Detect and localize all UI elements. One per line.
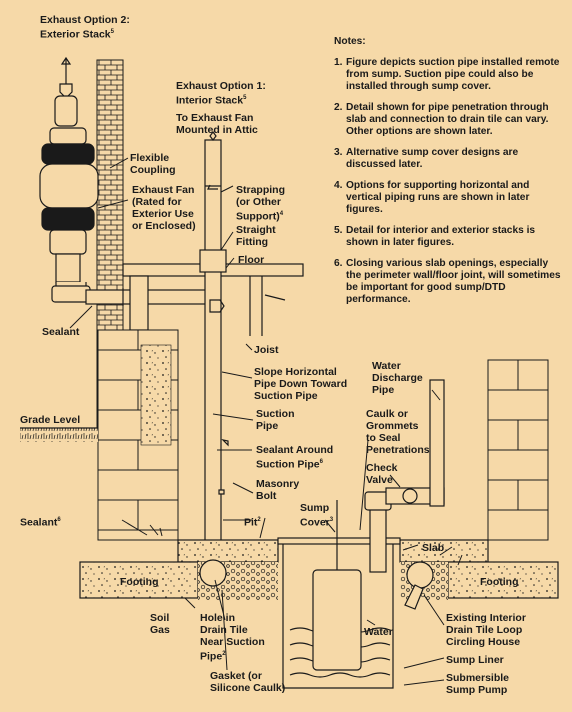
note-text: Closing various slab openings, especiall… [346,258,561,305]
pit-label: Pit2 [244,516,261,529]
hole-drain-tile-label: Hole in Drain Tile Near Suction Pipe2 [200,612,265,663]
slope-horizontal-label: Slope Horizontal Pipe Down Toward Suctio… [254,366,348,402]
masonry-bolt-label: Masonry Bolt [256,478,300,502]
footings [79,561,559,599]
slab [177,539,489,563]
exhaust-option2-label: Exhaust Option 2: Exterior Stack5 [40,14,130,41]
note-text: Figure depicts suction pipe installed re… [346,57,560,92]
suction-pipe-label: Suction Pipe [256,408,295,432]
caulk-grommets-label: Caulk or Grommets to Seal Penetrations [366,408,430,456]
grade-ground [20,427,98,442]
sealant-left-label: Sealant [42,326,80,338]
submersible-pump [312,500,362,671]
note-number: 4. [334,180,343,191]
note-text: Detail shown for pipe penetration throug… [346,102,549,137]
left-block-wall [97,329,179,541]
exterior-stack-pipe [39,56,99,303]
note-number: 2. [334,102,343,113]
water-label: Water [364,626,393,638]
slab-label: Slab [422,542,445,554]
check-valve-label: Check Valve [366,462,398,486]
exhaust-fan-label: Exhaust Fan (Rated for Exterior Use or E… [132,184,196,232]
soil-gas-label: Soil Gas [150,612,170,636]
footing-right-label: Footing [480,576,519,588]
joist-label: Joist [254,344,279,356]
gasket-label: Gasket (or Silicone Caulk) [210,670,286,694]
interior-stack-pipe [199,131,229,561]
sealant-lower-label: Sealant6 [20,516,61,529]
note-number: 3. [334,147,343,158]
note-item: 5.Detail for interior and exterior stack… [334,225,566,249]
note-number: 1. [334,57,343,68]
note-number: 6. [334,258,343,269]
existing-drain-tile-label: Existing Interior Drain Tile Loop Circli… [446,612,526,648]
notes-title: Notes: [334,36,366,47]
footing-left-label: Footing [120,576,159,588]
note-text: Detail for interior and exterior stacks … [346,225,536,248]
note-item: 6.Closing various slab openings, especia… [334,258,566,306]
notes-panel: Notes: 1.Figure depicts suction pipe ins… [334,36,566,315]
floor-label: Floor [238,254,265,266]
submersible-pump-label: Submersible Sump Pump [446,672,510,696]
straight-fitting-label: Straight Fitting [236,224,276,248]
note-text: Alternative sump cover designs are discu… [346,147,519,170]
grade-level-label: Grade Level [20,414,81,426]
water-discharge-label: Water Discharge Pipe [372,360,423,396]
note-item: 1.Figure depicts suction pipe installed … [334,57,566,93]
discharge-piping [364,379,445,573]
to-exhaust-fan-label: To Exhaust Fan Mounted in Attic [176,112,258,136]
flexible-coupling-label: Flexible Coupling [130,152,176,176]
drain-tiles [199,559,434,610]
note-number: 5. [334,225,343,236]
notes-list: 1.Figure depicts suction pipe installed … [334,57,566,306]
note-text: Options for supporting horizontal and ve… [346,180,530,215]
note-item: 2.Detail shown for pipe penetration thro… [334,102,566,138]
exhaust-option1-label: Exhaust Option 1: Interior Stack5 [176,80,266,107]
sump-cover-label: Sump Cover3 [300,502,334,529]
leader-lines [69,157,463,686]
strapping-label: Strapping (or Other Support)4 [236,184,285,223]
right-block-wall [487,359,549,541]
note-item: 3.Alternative sump cover designs are dis… [334,147,566,171]
sealant-around-label: Sealant Around Suction Pipe6 [256,444,334,471]
note-item: 4.Options for supporting horizontal and … [334,180,566,216]
sump-liner-label: Sump Liner [446,654,504,666]
